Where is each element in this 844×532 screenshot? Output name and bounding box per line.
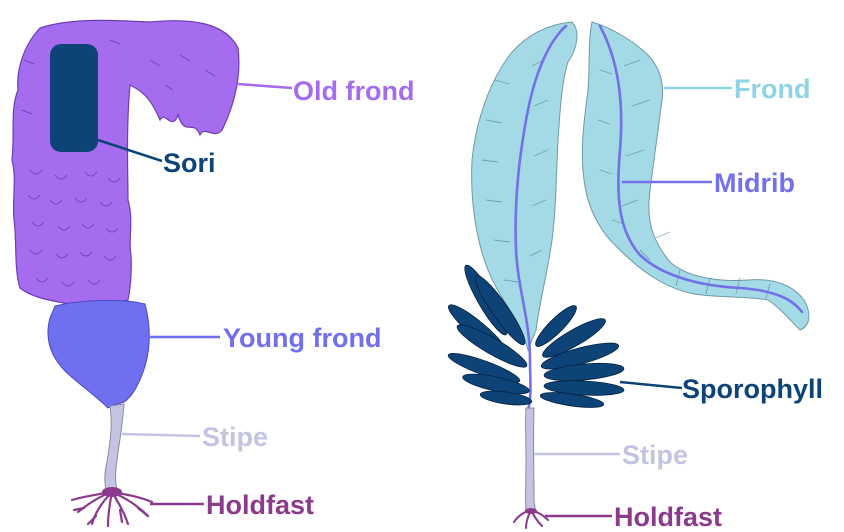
left-holdfast-roots (72, 492, 152, 526)
sporophyll-leader (620, 382, 682, 388)
label-old-frond: Old frond (293, 76, 414, 106)
label-frond: Frond (734, 74, 810, 104)
right-stipe-stalk (526, 408, 536, 512)
label-sori: Sori (163, 148, 216, 178)
label-sporophyll: Sporophyll (682, 374, 823, 404)
left-stipe-stalk (105, 404, 124, 494)
sori-patch (50, 44, 98, 152)
young-frond-blade (48, 300, 149, 408)
old-frond-leader (238, 84, 292, 88)
label-right-holdfast: Holdfast (614, 502, 722, 532)
label-right-stipe: Stipe (622, 440, 688, 470)
label-left-holdfast: Holdfast (206, 490, 314, 520)
left-stipe-leader (122, 434, 200, 436)
label-young-frond: Young frond (223, 323, 381, 353)
label-left-stipe: Stipe (202, 422, 268, 452)
label-midrib: Midrib (714, 168, 795, 198)
